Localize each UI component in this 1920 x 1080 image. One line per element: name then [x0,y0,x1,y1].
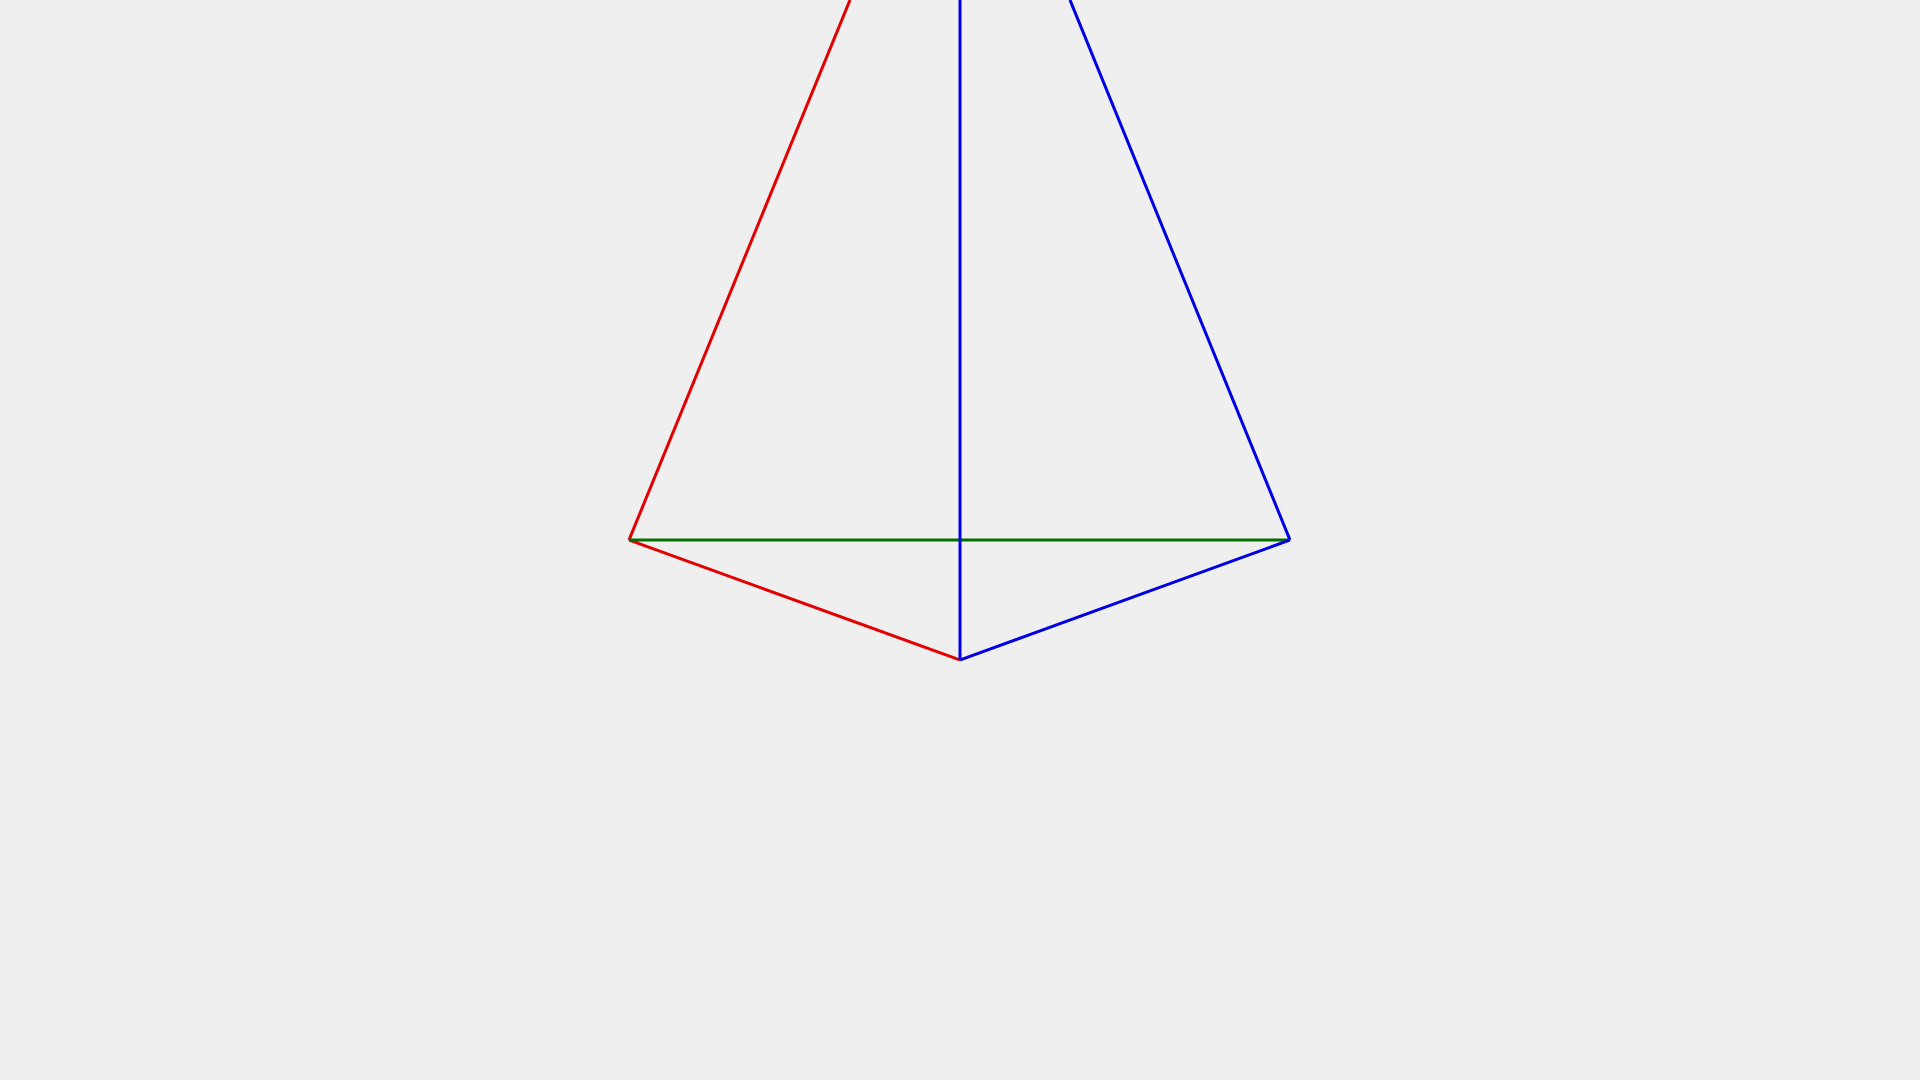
left-diagonal-line [627,0,852,541]
right-lower-line [959,538,1291,662]
right-diagonal-line [1068,0,1292,541]
left-lower-line [628,538,961,662]
